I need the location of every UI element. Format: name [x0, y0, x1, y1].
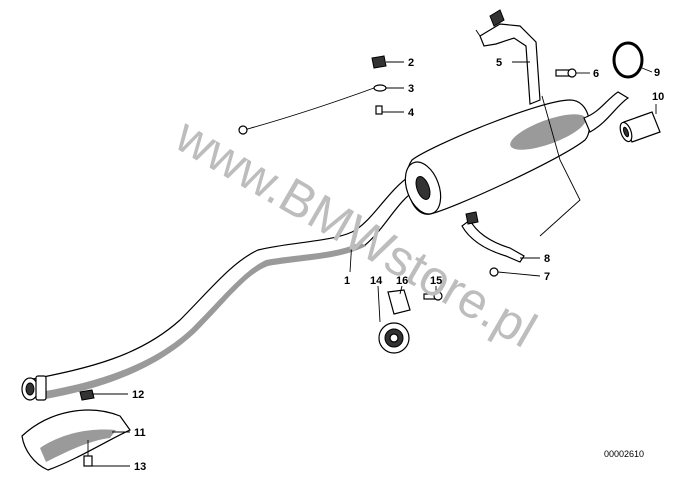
- callout-2: 2: [408, 57, 414, 69]
- callout-11: 11: [134, 427, 146, 439]
- bolt-13: [83, 440, 93, 467]
- callout-1: 1: [344, 275, 350, 287]
- leader-lines: [92, 61, 657, 467]
- callout-12: 12: [132, 389, 144, 401]
- clamp-12: [79, 389, 95, 401]
- callout-3: 3: [408, 83, 414, 95]
- rubber-mount: [378, 322, 410, 354]
- callout-7: 7: [544, 271, 550, 283]
- callout-6: 6: [593, 68, 599, 80]
- nut: [489, 267, 499, 277]
- callout-8: 8: [544, 253, 550, 265]
- callout-13: 13: [134, 461, 146, 473]
- tail-pipe-sleeve: [619, 111, 661, 143]
- upper-hanger-clamp: [475, 9, 541, 105]
- callout-5: 5: [496, 57, 502, 69]
- callout-4: 4: [408, 107, 415, 119]
- callout-14: 14: [370, 275, 383, 287]
- screw-15: [423, 291, 443, 301]
- screw-6: [555, 68, 577, 78]
- bracket-16: [387, 289, 411, 315]
- callout-16: 16: [396, 275, 408, 287]
- ground-strap: [238, 55, 387, 135]
- drawing-number: 00002610: [604, 449, 644, 459]
- sealing-ring: [612, 41, 644, 79]
- callout-10: 10: [652, 91, 664, 103]
- rear-muffler: [404, 91, 630, 215]
- lower-hanger-strap: [461, 211, 525, 263]
- callout-15: 15: [430, 275, 442, 287]
- callout-9: 9: [654, 67, 660, 79]
- heat-shield: [21, 409, 131, 471]
- callout-labels: 1 2 3 4 5 6 7 8 9 10 11 12 13 14 15 16: [132, 57, 664, 473]
